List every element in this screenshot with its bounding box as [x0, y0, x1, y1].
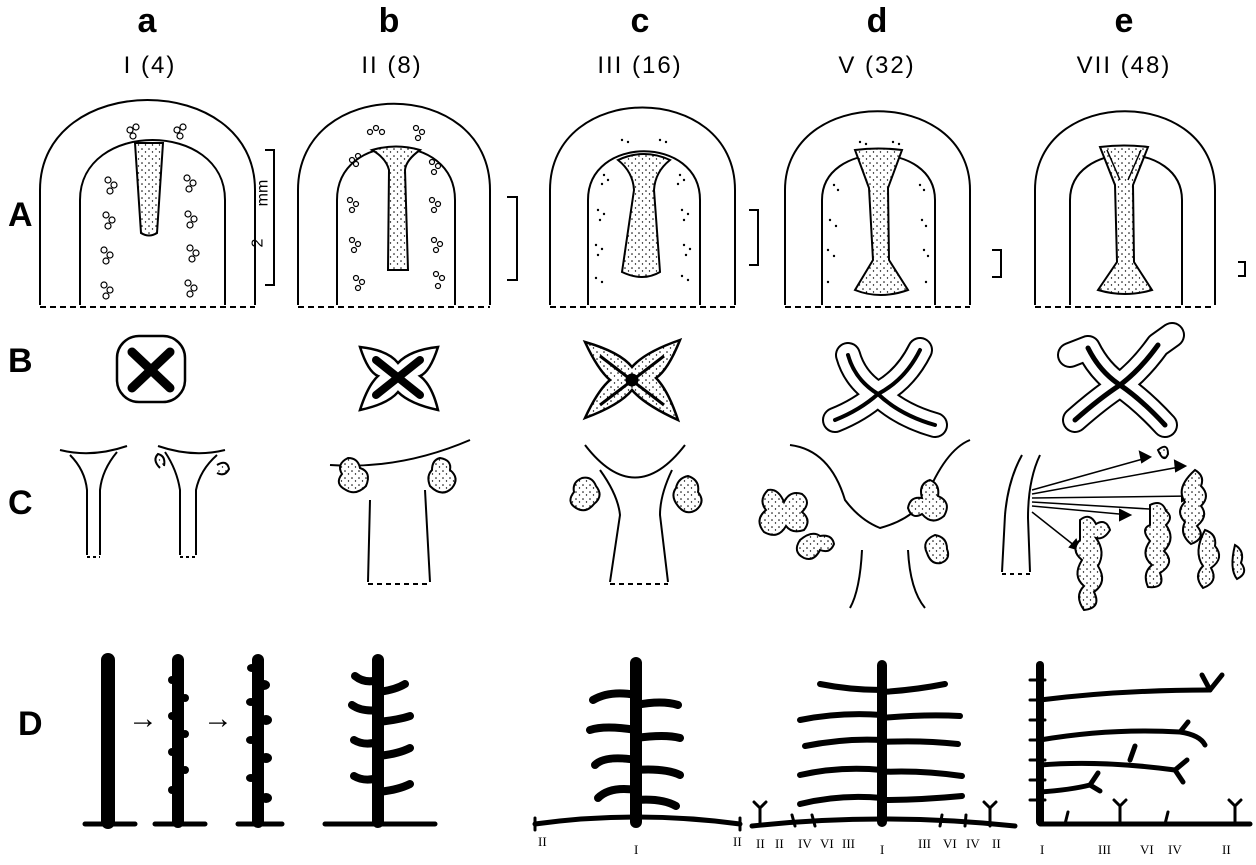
scale-unit-label: mm [254, 180, 272, 207]
panel-d-A [785, 111, 1001, 307]
column-label-c: c [631, 2, 650, 41]
branch-label-d-5: III [842, 836, 855, 852]
branch-label-e-5: II [1222, 842, 1231, 858]
row-label-A: A [8, 196, 33, 235]
row-d-panels [85, 660, 1250, 830]
branch-label-e-4: IV [1168, 842, 1182, 858]
panel-b-B [360, 347, 438, 410]
branch-label-d-7: III [918, 836, 931, 852]
branch-label-d-8: VI [943, 836, 957, 852]
panel-b-C [330, 440, 470, 584]
panel-c-A [550, 108, 758, 308]
panel-d-D [752, 665, 1015, 826]
panel-c-D [535, 663, 740, 830]
branch-label-d-4: VI [820, 836, 834, 852]
panel-a-D [85, 660, 282, 824]
arrow-icon-1: → [128, 702, 158, 736]
row-label-C: C [8, 484, 33, 523]
panel-e-C [1002, 447, 1244, 610]
branch-label-d-1: II [756, 836, 765, 852]
branch-label-e-3: VI [1140, 842, 1154, 858]
branch-label-e-1: I [1040, 842, 1044, 858]
panel-a-A [40, 100, 274, 307]
row-label-B: B [8, 342, 33, 381]
row-c-panels [60, 440, 1244, 610]
panel-d-C [759, 440, 970, 608]
branch-label-e-2: III [1098, 842, 1111, 858]
scale-value-label: 2 [249, 239, 267, 248]
stage-label-a: I (4) [124, 52, 177, 80]
panel-b-D [325, 660, 435, 824]
branch-label-d-3: IV [798, 836, 812, 852]
panel-e-B [1070, 335, 1172, 425]
column-label-e: e [1115, 2, 1134, 41]
column-label-d: d [867, 2, 888, 41]
panel-a-C [60, 446, 229, 557]
branch-label-d-10: II [992, 836, 1001, 852]
panel-c-B [585, 340, 680, 420]
panel-e-D [1030, 665, 1250, 824]
branch-label-d-9: IV [966, 836, 980, 852]
panel-d-B [835, 350, 935, 425]
branch-label-d-6: I [880, 842, 884, 858]
panel-b-A [298, 104, 517, 307]
stage-label-b: II (8) [361, 52, 422, 80]
stage-label-c: III (16) [597, 52, 682, 80]
panel-c-C [570, 445, 701, 584]
branch-label-c-3: II [733, 834, 742, 850]
row-a-panels [40, 100, 1245, 307]
panel-e-A [1035, 111, 1245, 307]
stage-label-d: V (32) [838, 52, 915, 80]
arrow-icon-2: → [203, 702, 233, 736]
row-b-panels [117, 335, 1172, 425]
column-label-b: b [379, 2, 400, 41]
branch-label-c-1: II [538, 834, 547, 850]
row-label-D: D [18, 705, 43, 744]
branch-label-d-2: II [775, 836, 784, 852]
column-label-a: a [138, 2, 157, 41]
branch-label-c-2: I [634, 842, 638, 858]
stage-label-e: VII (48) [1077, 52, 1172, 80]
panel-a-B [117, 336, 185, 402]
